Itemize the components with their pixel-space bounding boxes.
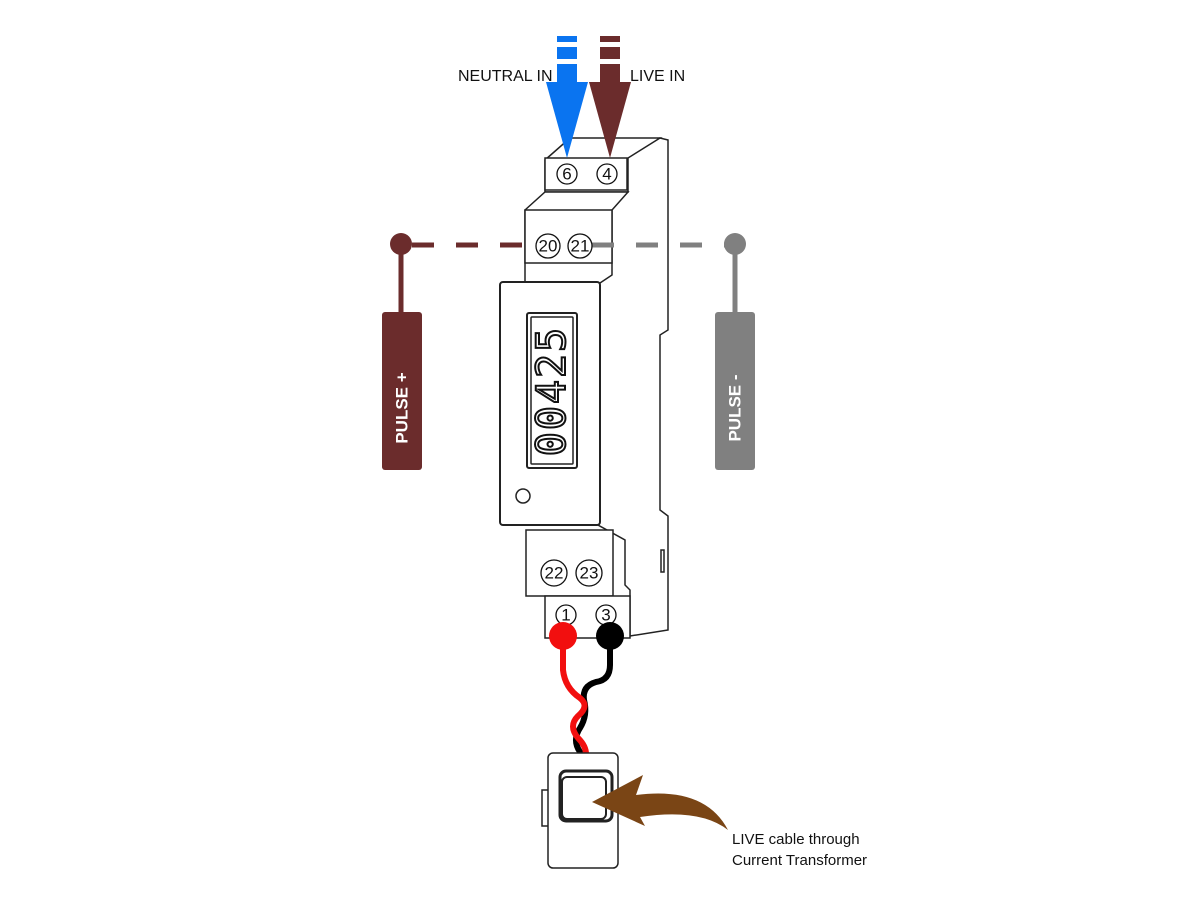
svg-text:21: 21 [571, 237, 590, 256]
terminal-3: 3 [595, 604, 617, 626]
svg-text:4: 4 [602, 165, 611, 184]
neutral-in-label: NEUTRAL IN [458, 68, 553, 85]
lcd-inner [530, 316, 574, 465]
svg-text:1: 1 [561, 606, 570, 625]
side-notch [660, 549, 665, 573]
meter-side-rail [597, 137, 669, 637]
neutral-in-arrow [546, 36, 588, 158]
ct-arrow [592, 775, 728, 830]
ct-red-wire [560, 637, 589, 757]
svg-text:22: 22 [545, 564, 564, 583]
led-indicator [515, 488, 531, 504]
pulse-plus-wire [390, 233, 536, 315]
terminal-21: 21 [567, 233, 593, 259]
terminal-6: 6 [556, 163, 578, 185]
red-wire-cap [549, 622, 577, 650]
pulse-plus-tag: PULSE + [382, 312, 422, 470]
current-transformer [541, 752, 619, 869]
ct-annotation-line2: Current Transformer [732, 852, 867, 869]
svg-text:20: 20 [539, 237, 558, 256]
svg-text:3: 3 [601, 606, 610, 625]
black-wire-cap [596, 622, 624, 650]
terminal-20: 20 [535, 233, 561, 259]
svg-text:23: 23 [580, 564, 599, 583]
lcd-reading: 00425 [529, 326, 575, 456]
pulse-minus-wire [592, 233, 746, 315]
svg-text:PULSE -: PULSE - [726, 374, 745, 441]
live-in-arrow [589, 36, 631, 158]
live-in-label: LIVE IN [630, 68, 685, 85]
terminal-23: 23 [575, 559, 603, 587]
terminal-4: 4 [596, 163, 618, 185]
svg-text:PULSE +: PULSE + [393, 372, 412, 443]
lower-terminal-block [525, 529, 614, 597]
svg-text:6: 6 [562, 165, 571, 184]
terminal-1: 1 [555, 604, 577, 626]
terminal-22: 22 [540, 559, 568, 587]
ct-window-inner [561, 776, 607, 820]
pulse-minus-tag: PULSE - [715, 312, 755, 470]
ct-annotation-line1: LIVE cable through [732, 831, 860, 848]
